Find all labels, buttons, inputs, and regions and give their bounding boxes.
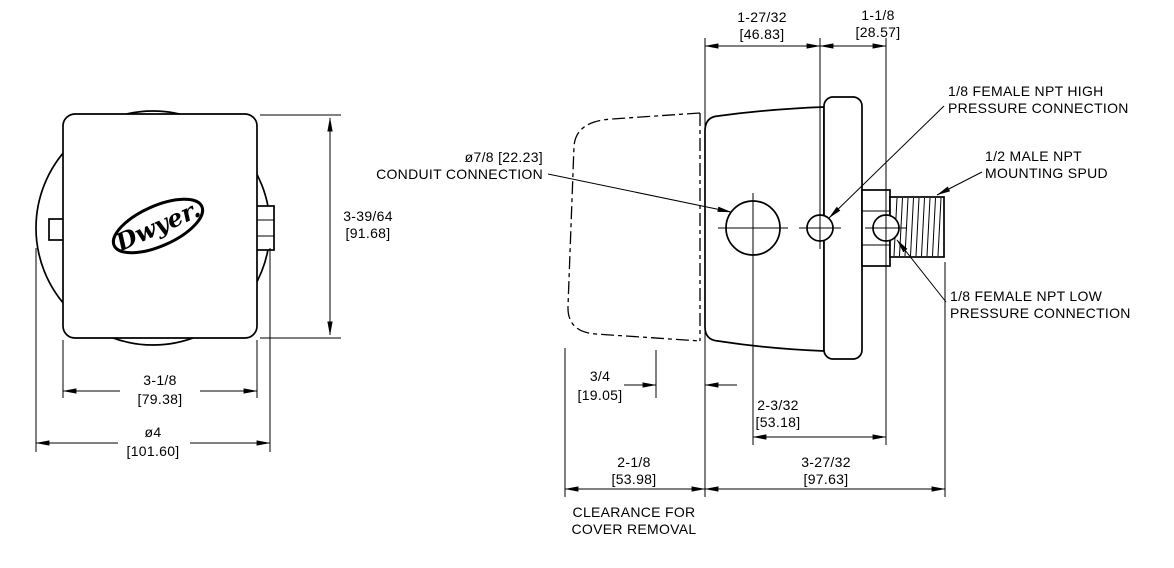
mounting-spud-callout-line2: MOUNTING SPUD xyxy=(985,165,1108,181)
overall-depth-dimension: 3-27/32 [97.63] xyxy=(704,454,946,492)
front-height-value: 3-39/64 xyxy=(343,208,393,224)
cover-depth-value: 1-27/32 xyxy=(737,9,787,25)
cover-depth-metric: [46.83] xyxy=(740,26,785,42)
overall-depth-value: 3-27/32 xyxy=(801,454,851,470)
high-pressure-callout-line1: 1/8 FEMALE NPT HIGH xyxy=(948,83,1104,99)
clearance-dimension: 2-1/8 [53.98] CLEARANCE FOR COVER REMOVA… xyxy=(564,454,706,537)
clearance-metric: [53.98] xyxy=(612,471,657,487)
conduit-callout: ø7/8 [22.23] CONDUIT CONNECTION xyxy=(376,149,732,213)
cover-gap-metric: [19.05] xyxy=(578,387,623,403)
low-pressure-callout-line2: PRESSURE CONNECTION xyxy=(950,305,1131,321)
cover-depth-dimension: 1-27/32 [46.83] xyxy=(704,9,821,49)
conduit-to-port-metric: [53.18] xyxy=(756,414,801,430)
spud-depth-dimension: 1-1/8 [28.57] xyxy=(819,7,901,49)
low-pressure-callout: 1/8 FEMALE NPT LOW PRESSURE CONNECTION xyxy=(896,239,1131,321)
front-cover-plate xyxy=(62,113,258,339)
front-height-metric: [91.68] xyxy=(346,225,391,241)
front-view: Dwyer. 3-39/64 [91.68] 3-1/8 [79.38] ø4 xyxy=(35,110,393,459)
dwyer-logo-oval xyxy=(111,197,205,255)
front-height-dimension: 3-39/64 [91.68] xyxy=(260,114,393,339)
conduit-callout-line2: CONDUIT CONNECTION xyxy=(376,166,543,182)
front-left-tab xyxy=(48,218,65,241)
cover-gap-value: 3/4 xyxy=(590,368,610,384)
cover-removed-phantom xyxy=(567,112,701,342)
overall-depth-metric: [97.63] xyxy=(804,471,849,487)
side-view: 1-27/32 [46.83] 1-1/8 [28.57] 3/4 [19.05… xyxy=(376,7,1131,537)
high-pressure-callout-line2: PRESSURE CONNECTION xyxy=(948,100,1129,116)
front-diameter-metric: [101.60] xyxy=(127,443,180,459)
front-width-dimension: 3-1/8 [79.38] xyxy=(62,340,258,407)
conduit-to-port-value: 2-3/32 xyxy=(757,397,799,413)
spud-depth-metric: [28.57] xyxy=(856,24,901,40)
conduit-to-port-dimension: 2-3/32 [53.18] xyxy=(752,397,887,440)
low-pressure-callout-line1: 1/8 FEMALE NPT LOW xyxy=(950,288,1103,304)
front-width-metric: [79.38] xyxy=(138,391,183,407)
cover-gap-dimension: 3/4 [19.05] xyxy=(578,368,737,403)
front-width-value: 3-1/8 xyxy=(143,372,176,388)
clearance-note-line2: COVER REMOVAL xyxy=(572,521,697,537)
mounting-spud-callout-line1: 1/2 MALE NPT xyxy=(985,148,1082,164)
spud-depth-value: 1-1/8 xyxy=(861,7,894,23)
front-diameter-dimension: ø4 [101.60] xyxy=(35,248,271,459)
mounting-spud-callout: 1/2 MALE NPT MOUNTING SPUD xyxy=(936,148,1108,196)
high-pressure-callout: 1/8 FEMALE NPT HIGH PRESSURE CONNECTION xyxy=(828,83,1129,219)
clearance-note-line1: CLEARANCE FOR xyxy=(573,504,696,520)
conduit-callout-line1: ø7/8 [22.23] xyxy=(465,149,543,165)
front-diameter-value: ø4 xyxy=(145,424,162,440)
clearance-value: 2-1/8 xyxy=(617,454,650,470)
